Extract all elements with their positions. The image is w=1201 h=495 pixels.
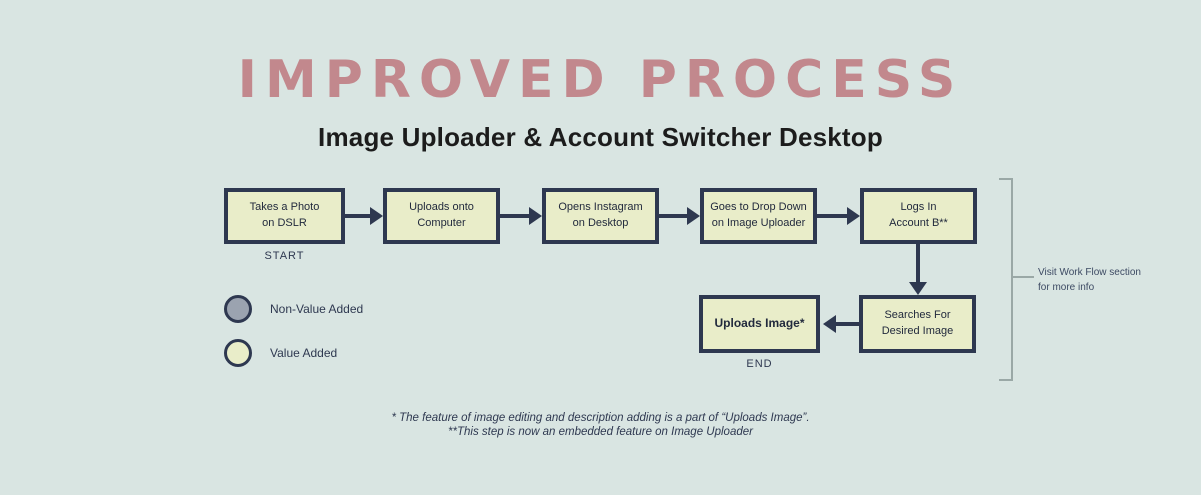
connector-line-5	[916, 244, 920, 282]
flow-node-uploads-computer[interactable]: Uploads onto Computer	[383, 188, 500, 244]
node-line2: on DSLR	[262, 217, 307, 229]
connector-line-4	[817, 214, 847, 218]
connector-arrow-1	[370, 207, 383, 225]
node-line1: Goes to Drop Down	[710, 201, 807, 214]
node-line1: Searches For	[884, 309, 951, 322]
end-label: END	[746, 358, 773, 370]
node-line1: Takes a Photo	[249, 201, 320, 214]
connector-arrow-3	[687, 207, 700, 225]
bracket-tick-bottom	[999, 379, 1012, 381]
flow-node-logs-in[interactable]: Logs In Account B**	[860, 188, 977, 244]
node-line1: Uploads Image*	[714, 316, 805, 331]
bracket-tick-top	[999, 178, 1012, 180]
bracket-tick-middle	[1011, 276, 1034, 278]
connector-line-1	[345, 214, 370, 218]
start-label: START	[264, 250, 305, 262]
footnote-line-1: * The feature of image editing and descr…	[391, 412, 810, 424]
node-line1: Opens Instagram	[558, 201, 643, 214]
flow-node-takes-photo[interactable]: Takes a Photo on DSLR	[224, 188, 345, 244]
flow-node-searches-image[interactable]: Searches For Desired Image	[859, 295, 976, 353]
node-line2: on Desktop	[572, 217, 629, 229]
bracket-annotation-line2: for more info	[1038, 282, 1095, 293]
connector-arrow-4	[847, 207, 860, 225]
node-line2: on Image Uploader	[711, 217, 806, 229]
legend-swatch-value-added	[224, 339, 252, 367]
node-line2: Desired Image	[881, 325, 954, 337]
legend-item-non-value-added: Non-Value Added	[224, 295, 363, 323]
page-subtitle: Image Uploader & Account Switcher Deskto…	[318, 122, 883, 152]
bracket-vertical-line	[1011, 178, 1013, 381]
legend-swatch-non-value-added	[224, 295, 252, 323]
bracket-annotation: Visit Work Flow section for more info	[1038, 265, 1188, 295]
connector-line-6	[836, 322, 861, 326]
flow-node-uploads-image[interactable]: Uploads Image*	[699, 295, 820, 353]
legend-label-non-value-added: Non-Value Added	[270, 302, 364, 316]
connector-line-2	[500, 214, 529, 218]
node-line2: Account B**	[889, 217, 948, 229]
connector-line-3	[659, 214, 687, 218]
footnote-line-2: **This step is now an embedded feature o…	[448, 426, 753, 438]
connector-arrow-5	[909, 282, 927, 295]
flow-node-drop-down[interactable]: Goes to Drop Down on Image Uploader	[700, 188, 817, 244]
connector-arrow-6	[823, 315, 836, 333]
node-line1: Uploads onto Computer	[409, 201, 474, 229]
page-title: IMPROVED PROCESS	[237, 50, 964, 110]
legend-item-value-added: Value Added	[224, 339, 337, 367]
connector-arrow-2	[529, 207, 542, 225]
legend-label-value-added: Value Added	[270, 346, 338, 360]
node-line1: Logs In	[900, 201, 937, 214]
flow-node-opens-instagram[interactable]: Opens Instagram on Desktop	[542, 188, 659, 244]
bracket-annotation-line1: Visit Work Flow section	[1038, 267, 1141, 278]
